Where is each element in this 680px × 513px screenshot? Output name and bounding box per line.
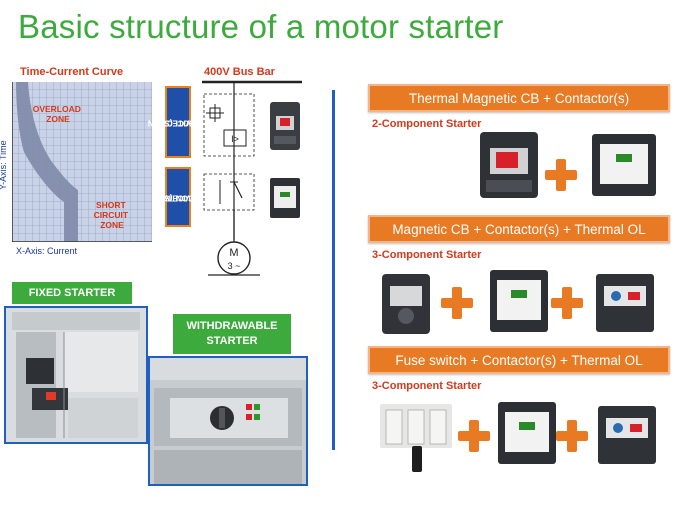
plus-icon bbox=[441, 287, 473, 319]
starter-schematic: I> M 3 ~ bbox=[202, 80, 302, 276]
withdrawable-starter-label: WITHDRAWABLE STARTER bbox=[173, 314, 291, 354]
plus-icon bbox=[458, 420, 490, 452]
option-2-subtitle: 3-Component Starter bbox=[372, 249, 482, 261]
magnetic-cb-image bbox=[382, 274, 430, 334]
contactor-image bbox=[498, 402, 556, 464]
contactor-image bbox=[592, 134, 656, 196]
short-circuit-zone-label: SHORT CIRCUIT ZONE bbox=[94, 200, 131, 230]
plus-icon bbox=[545, 159, 577, 191]
option-1-banner: Thermal Magnetic CB + Contactor(s) bbox=[368, 84, 670, 112]
page-title: Basic structure of a motor starter bbox=[18, 8, 504, 45]
fixed-starter-label: FIXED STARTER bbox=[12, 282, 132, 304]
x-axis-label: X-Axis: Current bbox=[16, 246, 78, 256]
overload-curve bbox=[16, 82, 78, 242]
option-2-banner: Magnetic CB + Contactor(s) + Thermal OL bbox=[368, 215, 670, 243]
svg-text:3 ~: 3 ~ bbox=[228, 261, 241, 271]
thermal-magnetic-cb-image bbox=[480, 132, 538, 198]
motor-symbol bbox=[217, 241, 251, 275]
curve-title: Time-Current Curve bbox=[20, 66, 124, 78]
thermal-ol-image bbox=[596, 274, 654, 332]
plus-icon bbox=[556, 420, 588, 452]
svg-text:M: M bbox=[229, 247, 238, 259]
option-3-subtitle: 3-Component Starter bbox=[372, 380, 482, 392]
thermal-ol-image bbox=[598, 406, 656, 464]
contactor-image bbox=[490, 270, 548, 332]
overload-zone-label: OVERLOAD ZONE bbox=[33, 104, 84, 124]
time-current-curve: OVERLOAD ZONE SHORT CIRCUIT ZONE bbox=[12, 82, 152, 242]
fixed-starter-photo bbox=[4, 306, 148, 444]
y-axis-label: Y-Axis: Time bbox=[0, 140, 8, 190]
bus-bar-label: 400V Bus Bar bbox=[204, 66, 275, 78]
svg-text:I>: I> bbox=[231, 134, 239, 144]
option-3-banner: Fuse switch + Contactor(s) + Thermal OL bbox=[368, 346, 670, 374]
section-divider bbox=[332, 90, 335, 450]
option-1-subtitle: 2-Component Starter bbox=[372, 118, 482, 130]
fuse-switch-image bbox=[380, 404, 452, 472]
breaker-image bbox=[270, 102, 300, 150]
withdrawable-starter-photo bbox=[148, 356, 308, 486]
contactor-image bbox=[270, 178, 300, 218]
plus-icon bbox=[551, 287, 583, 319]
